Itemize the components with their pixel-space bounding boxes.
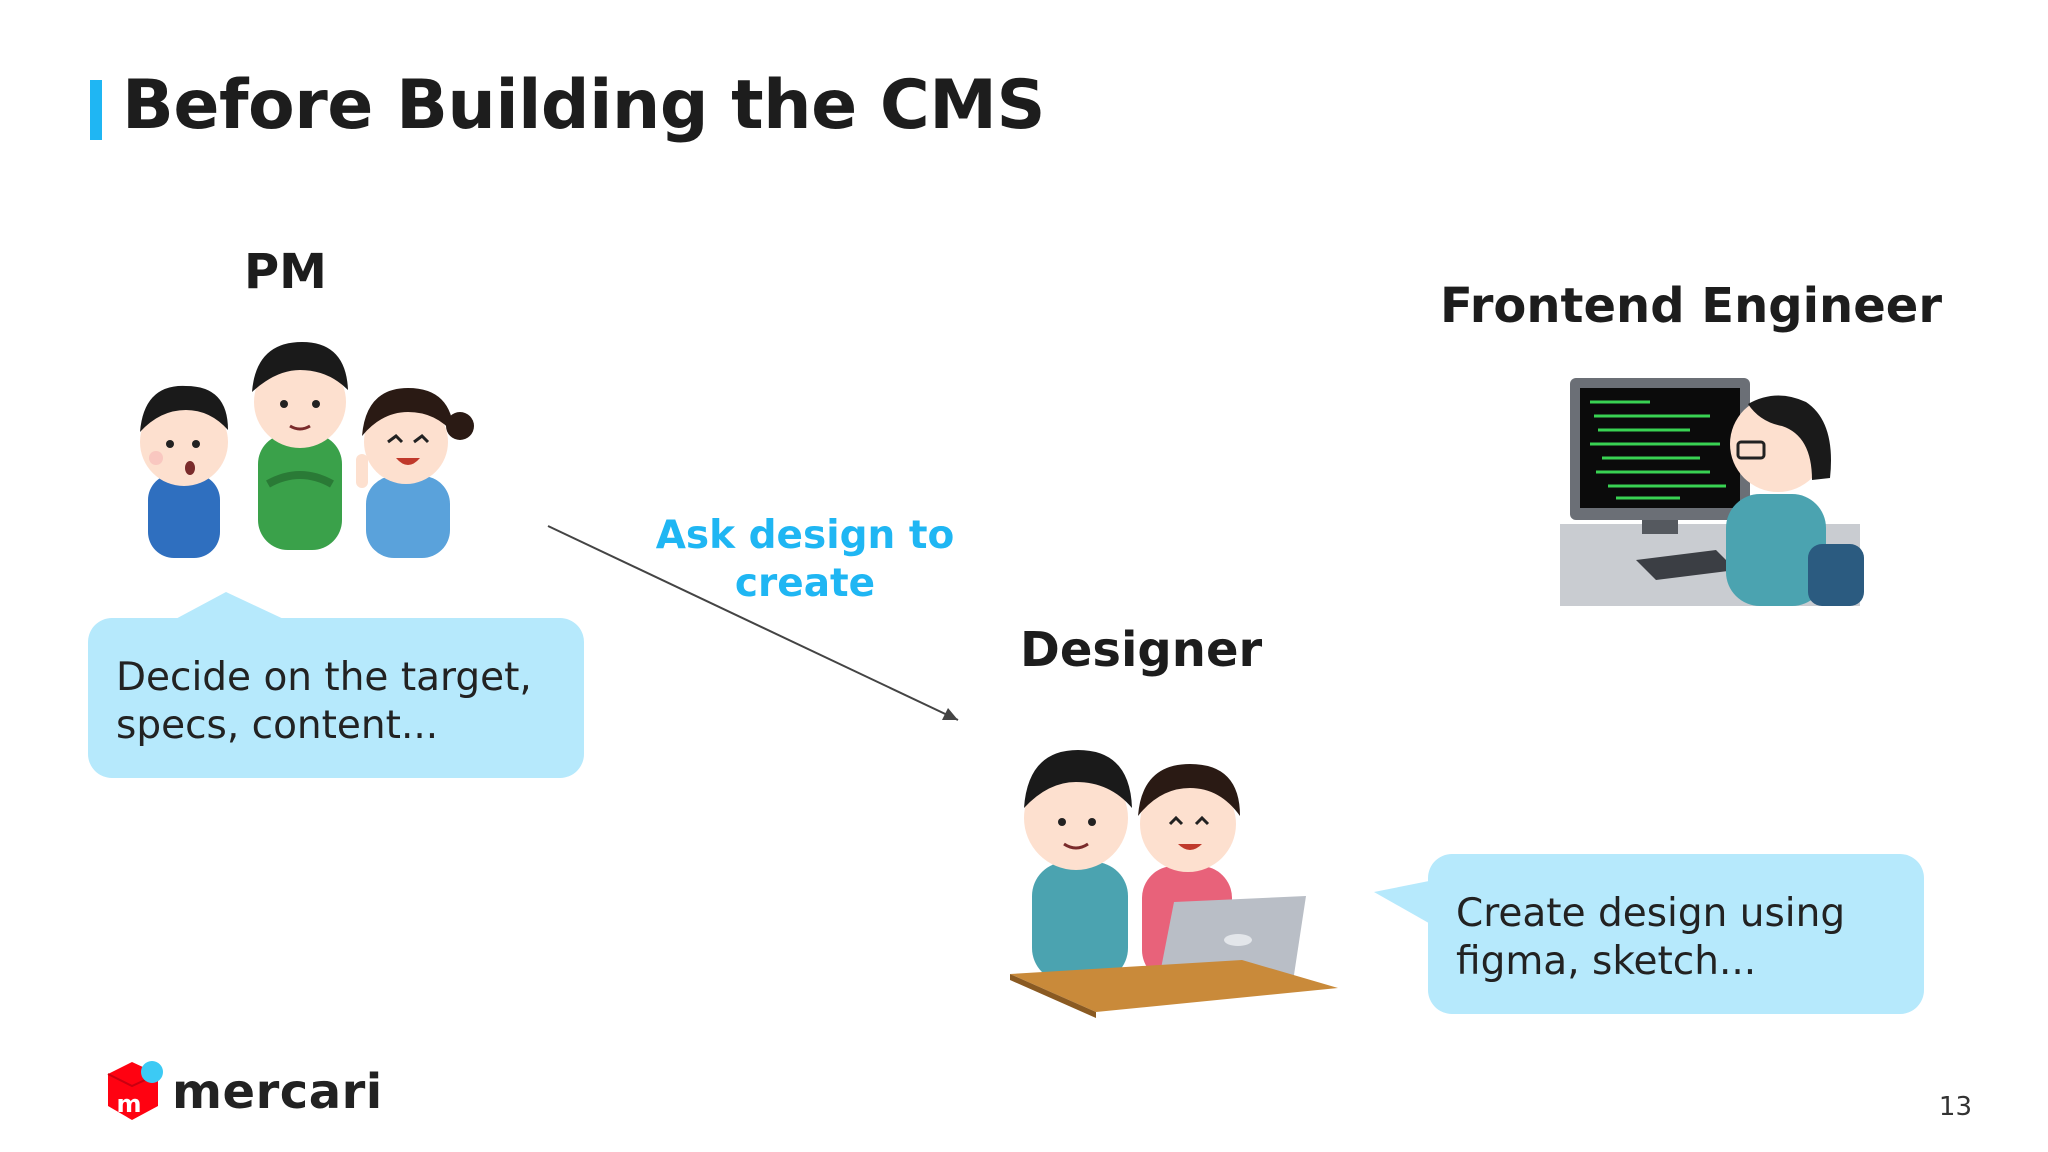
pm-team-illustration	[140, 342, 474, 558]
designer-illustration	[1010, 750, 1338, 1018]
pm-note-text: Decide on the target, specs, content...	[116, 655, 532, 748]
page-number: 13	[1938, 1092, 1972, 1122]
frontend-role-label: Frontend Engineer	[1440, 278, 1943, 334]
title-accent-bar	[90, 80, 102, 140]
designer-bubble-tail	[1374, 880, 1434, 926]
pm-role-label: PM	[244, 244, 327, 300]
arrow-label: Ask design to create	[655, 513, 955, 606]
designer-note-text: Create design using figma, sketch...	[1456, 891, 1846, 984]
pm-bubble-tail	[170, 592, 290, 622]
pm-note-bubble: Decide on the target, specs, content...	[88, 618, 584, 778]
mercari-logo-icon	[107, 1061, 163, 1120]
designer-role-label: Designer	[1020, 622, 1263, 678]
mercari-logo-letter: m	[116, 1090, 142, 1118]
engineer-illustration	[1560, 378, 1864, 606]
flow-arrow	[547, 525, 959, 721]
brand-name: mercari	[172, 1064, 383, 1120]
designer-note-bubble: Create design using figma, sketch...	[1428, 854, 1924, 1014]
slide-title: Before Building the CMS	[122, 66, 1045, 145]
